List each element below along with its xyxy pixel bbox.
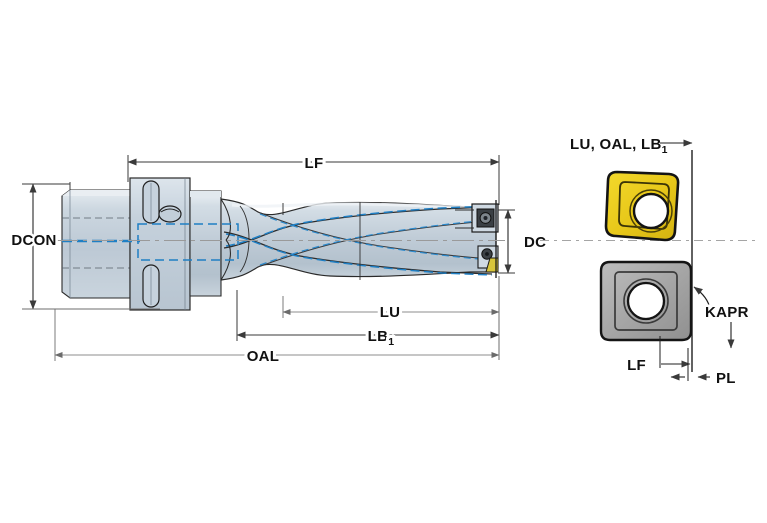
yellow-insert-hole bbox=[632, 192, 670, 230]
pl-label: PL bbox=[716, 370, 736, 387]
kapr-label: KAPR bbox=[705, 304, 749, 321]
kapr-annotation: KAPR bbox=[693, 286, 751, 349]
dimension-LF: LF bbox=[127, 152, 500, 205]
insert-top-label: LU, OAL, LB1 bbox=[570, 136, 668, 156]
shank-outline bbox=[61, 189, 131, 299]
drive-slot-upper bbox=[142, 180, 160, 224]
dimension-annotations: DCON LF DC LU LB1 bbox=[9, 152, 549, 368]
insert-top-label-group: LU, OAL, LB1 bbox=[570, 136, 693, 156]
drive-slot-lower bbox=[142, 264, 160, 308]
dimension-LB1: LB1 bbox=[236, 290, 500, 351]
dimension-OAL: OAL bbox=[54, 309, 500, 368]
lb1-label: LB1 bbox=[368, 328, 395, 348]
coolant-channel-4 bbox=[259, 219, 493, 266]
body-highlight bbox=[231, 202, 491, 210]
kapr-arc-leader bbox=[693, 286, 711, 310]
flute-entry-upper bbox=[220, 198, 231, 241]
gray-insert-hole bbox=[626, 281, 666, 321]
drill-tip bbox=[455, 200, 499, 278]
dimension-LU: LU bbox=[282, 276, 500, 360]
yellow-insert-hole-chamfer bbox=[629, 189, 673, 233]
gray-insert-hole-chamfer bbox=[623, 278, 669, 324]
insert-lower-yellow-edge bbox=[485, 257, 499, 273]
flute-entry-lower bbox=[220, 239, 231, 281]
flute-edge-4 bbox=[257, 220, 493, 268]
insert-pl-annotation: PL bbox=[670, 348, 738, 390]
drill-tool-assembly bbox=[56, 177, 505, 311]
insert-lf-annotation: LF bbox=[625, 336, 691, 377]
shank-top-highlight bbox=[62, 190, 130, 196]
lu-label: LU bbox=[380, 304, 401, 321]
flute-edge-3 bbox=[257, 211, 493, 260]
insert-lower-screw-hole bbox=[485, 252, 489, 256]
tip-seat-guides bbox=[455, 209, 474, 229]
neck-highlight bbox=[190, 191, 221, 197]
dc-label: DC bbox=[524, 234, 546, 251]
coolant-channel-3 bbox=[259, 213, 493, 261]
coolant-channel-2 bbox=[225, 205, 493, 247]
coolant-channel-1 bbox=[225, 233, 493, 276]
neck-body bbox=[189, 190, 222, 297]
insert-detail-view: LU, OAL, LB1 KAPR LF bbox=[540, 136, 760, 390]
coolant-port-outer bbox=[158, 205, 182, 223]
upper-insert-yellow bbox=[604, 170, 680, 242]
lf-label: LF bbox=[305, 155, 324, 172]
coupling-flange bbox=[129, 177, 191, 311]
gray-insert-inner-edge bbox=[614, 271, 678, 331]
transition-neck bbox=[189, 190, 222, 297]
dimension-DCON: DCON bbox=[9, 183, 160, 310]
coolant-port bbox=[158, 205, 182, 223]
insert-upper-screw-hole bbox=[483, 216, 488, 220]
coolant-port-inner bbox=[160, 208, 180, 213]
flute-entry-mid bbox=[239, 205, 250, 273]
flange-body bbox=[129, 177, 191, 311]
insert-lf-label: LF bbox=[627, 357, 646, 374]
oal-label: OAL bbox=[247, 348, 280, 365]
dcon-label: DCON bbox=[11, 232, 56, 249]
dimension-DC: DC bbox=[498, 209, 548, 274]
lower-insert-gray bbox=[599, 260, 693, 342]
